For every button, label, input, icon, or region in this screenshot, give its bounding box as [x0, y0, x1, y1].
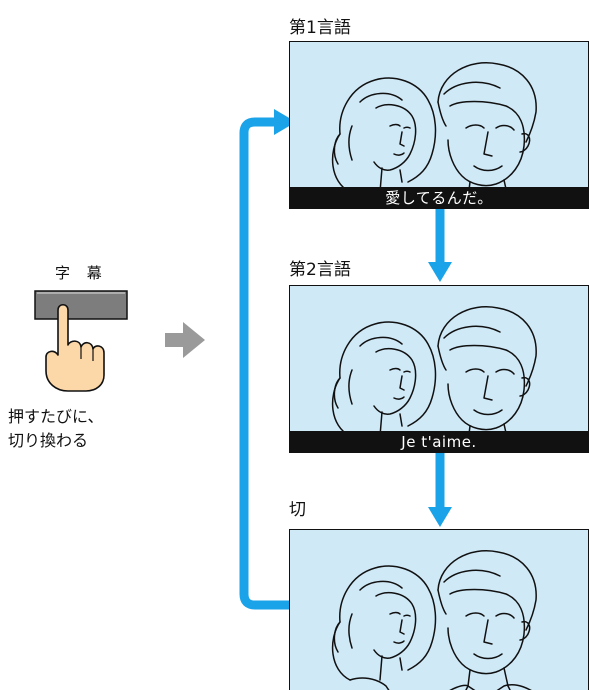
screen-panel-second-language: Je t'aime. [289, 285, 589, 453]
pressing-hand-icon [45, 303, 105, 392]
couple-illustration [331, 62, 541, 208]
panel-label-3: 切 [289, 500, 306, 520]
caption-line-1: 押すたびに、 [8, 407, 104, 426]
loop-back-arrowhead [274, 109, 296, 135]
subtitle-bar: 愛してるんだ。 [290, 187, 588, 208]
screen-panel-first-language: 愛してるんだ。 [289, 41, 589, 209]
couple-illustration [331, 550, 537, 690]
subtitle-button[interactable] [34, 290, 128, 320]
step-arrow-icon [165, 322, 205, 358]
screen-panel-off [289, 529, 589, 690]
panel-label-1: 第1言語 [289, 18, 351, 38]
subtitle-bar: Je t'aime. [290, 431, 588, 452]
down-arrow-1-head [428, 262, 452, 282]
button-label: 字 幕 [55, 264, 108, 282]
caption-line-2: 切り換わる [8, 431, 89, 450]
panel-label-2: 第2言語 [289, 260, 351, 280]
down-arrow-2-head [428, 507, 452, 527]
couple-illustration [331, 306, 541, 452]
loop-back-arrow [239, 117, 291, 610]
subtitle-button-illustration[interactable] [28, 285, 138, 395]
